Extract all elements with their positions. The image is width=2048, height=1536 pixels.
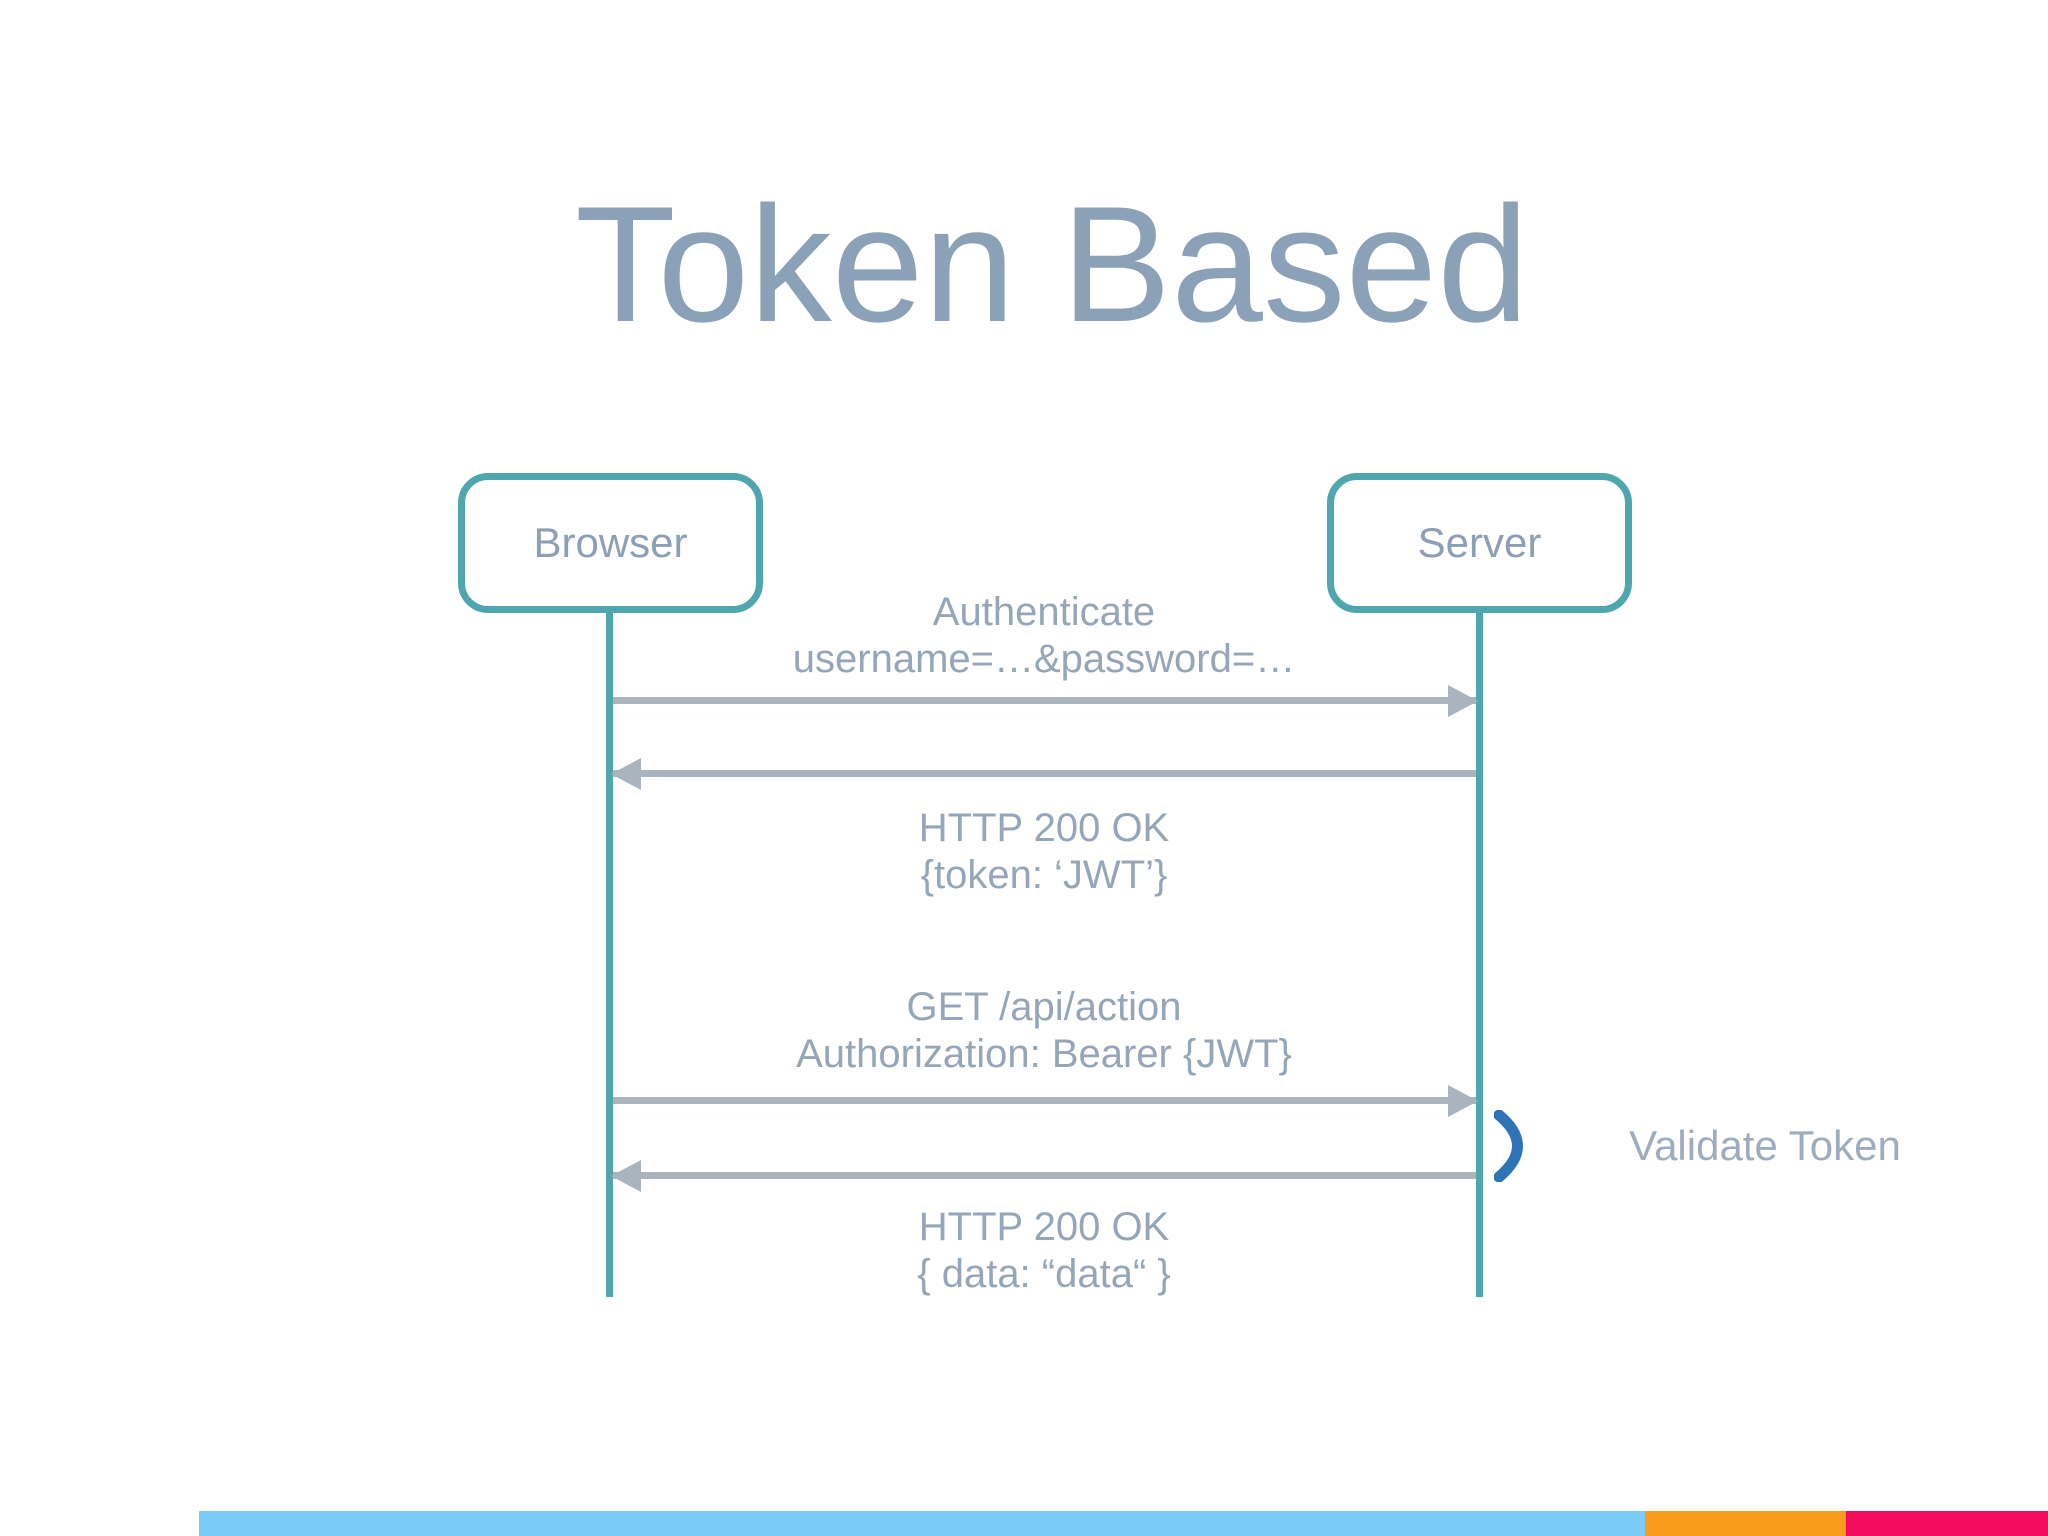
- message-3-line-1: GET /api/action: [906, 985, 1182, 1029]
- actor-browser-label: Browser: [533, 519, 688, 566]
- message-3-line-2: Authorization: Bearer {JWT}: [796, 1032, 1292, 1076]
- footer-segment-light-blue: [199, 1511, 1645, 1536]
- actor-server-label: Server: [1417, 519, 1542, 566]
- arrow-head-right-icon: [1448, 684, 1478, 717]
- message-1-line-2: username=…&password=…: [792, 637, 1296, 681]
- message-2-line-2: {token: ‘JWT’}: [920, 853, 1168, 897]
- validate-token-label: Validate Token: [1629, 1122, 1901, 1169]
- actor-server-box: Server: [1327, 473, 1632, 613]
- message-3-arrow: [613, 1084, 1478, 1117]
- arrow-head-right-icon: [1448, 1084, 1478, 1117]
- message-3-label: GET /api/action Authorization: Bearer {J…: [544, 984, 1544, 1078]
- message-1-arrow: [613, 684, 1478, 717]
- message-2-line-1: HTTP 200 OK: [918, 806, 1170, 850]
- message-1-line-1: Authenticate: [932, 590, 1156, 634]
- message-4-label: HTTP 200 OK { data: “data“ }: [544, 1204, 1544, 1298]
- footer-segment-orange: [1645, 1511, 1846, 1536]
- footer-segment-pink: [1846, 1511, 2048, 1536]
- arrow-head-left-icon: [611, 757, 641, 790]
- self-call-arc-path: [1494, 1110, 1523, 1182]
- browser-lifeline: [606, 610, 613, 1297]
- self-call-arc-icon: [1494, 1110, 1523, 1182]
- message-2-arrow: [611, 757, 1476, 790]
- arrow-head-left-icon: [611, 1159, 641, 1192]
- message-1-label: Authenticate username=…&password=…: [544, 589, 1544, 683]
- message-4-arrow: [611, 1159, 1476, 1192]
- page-title: Token Based: [575, 172, 1529, 356]
- actor-browser-box: Browser: [458, 473, 763, 613]
- message-4-line-2: { data: “data“ }: [917, 1252, 1171, 1296]
- server-lifeline: [1476, 610, 1483, 1297]
- message-2-label: HTTP 200 OK {token: ‘JWT’}: [544, 805, 1544, 899]
- message-4-line-1: HTTP 200 OK: [918, 1205, 1170, 1249]
- footer-bar: [0, 1511, 2048, 1536]
